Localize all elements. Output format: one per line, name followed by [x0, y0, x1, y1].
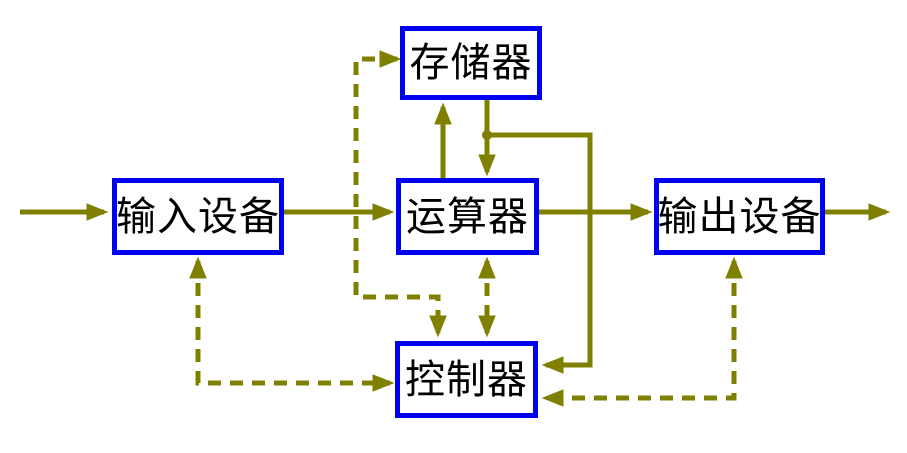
block-controller: 控制器	[395, 341, 538, 418]
control-link-output-controller	[541, 256, 743, 407]
block-input-label: 输入设备	[116, 193, 280, 240]
block-arithmetic-unit: 运算器	[396, 178, 539, 255]
control-link-memory-controller	[353, 50, 447, 338]
junction-dot	[482, 130, 492, 140]
block-controller-label: 控制器	[405, 356, 528, 403]
control-link-input-controller	[189, 256, 395, 392]
block-output-device: 输出设备	[654, 178, 825, 255]
block-alu-label: 运算器	[406, 193, 529, 240]
block-memory: 存储器	[400, 26, 542, 100]
block-input-device: 输入设备	[112, 178, 284, 255]
block-memory-label: 存储器	[409, 40, 533, 86]
block-output-label: 输出设备	[657, 193, 822, 240]
